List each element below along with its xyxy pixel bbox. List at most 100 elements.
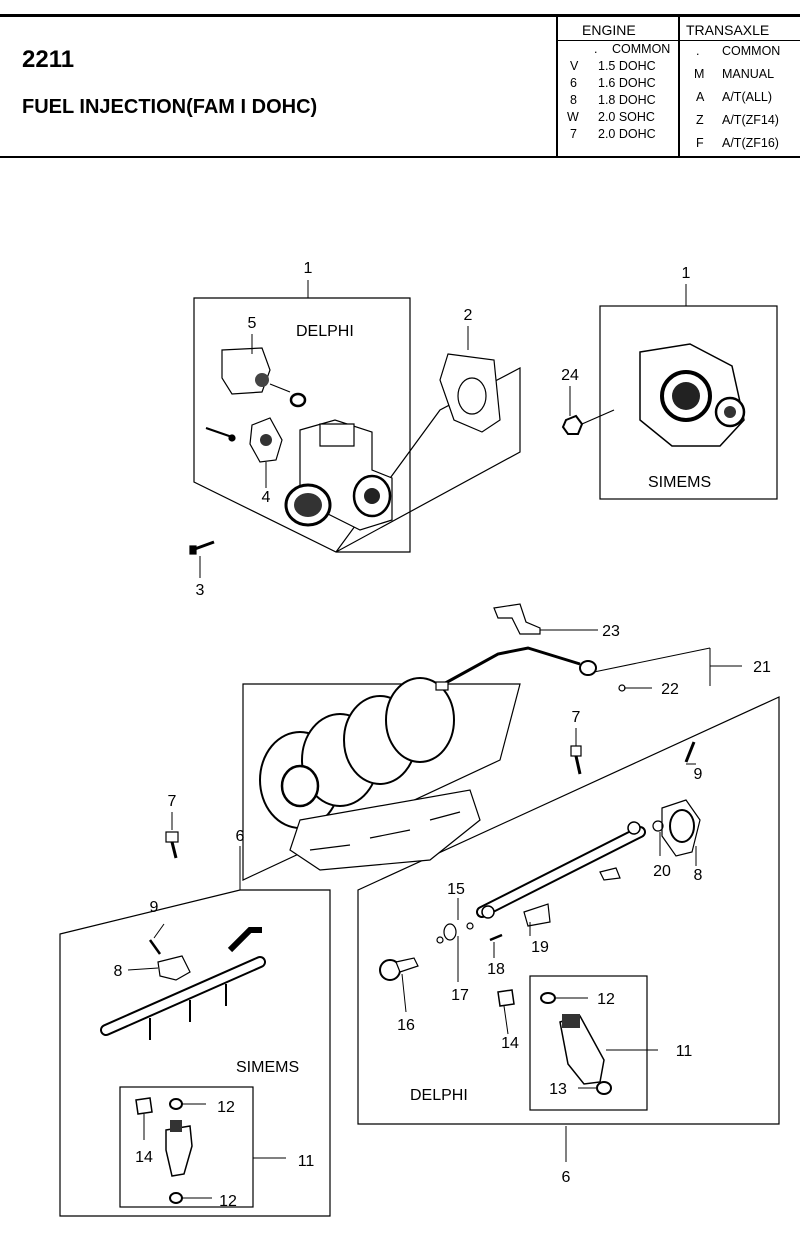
delphi-rail-box: [357, 696, 780, 1125]
callout-2: 2: [464, 307, 473, 324]
engine-option-label: 1.8 DOHC: [598, 93, 656, 107]
fuel-feed-hose: [435, 646, 626, 692]
callout-21: 21: [753, 659, 771, 676]
callout-12: 12: [217, 1099, 235, 1116]
throttle-mounting-bolt: [189, 540, 215, 555]
simems-injector-box: [119, 1086, 254, 1208]
simems-lower-o-ring: [169, 1192, 183, 1204]
engine-option-code: W: [567, 110, 579, 124]
callout-5: 5: [248, 315, 257, 332]
sensor-screw: [205, 427, 236, 442]
page-number: 2211: [22, 46, 75, 73]
callout-12: 12: [219, 1193, 237, 1210]
transaxle-option-label: MANUAL: [722, 67, 775, 81]
callout-8: 8: [694, 867, 703, 884]
transaxle-option-code: A: [696, 90, 705, 104]
delphi-throttle-box: [193, 297, 411, 553]
simems-regulator-bolt: [148, 939, 162, 955]
throttle-position-sensor: [249, 417, 283, 463]
table-divider-mid: [678, 16, 680, 157]
callout-24: 24: [561, 367, 579, 384]
simems-upper-o-ring: [169, 1098, 183, 1110]
injector-connector-clip: [497, 989, 515, 1007]
callout-20: 20: [653, 863, 671, 880]
hose-clamp-bracket: [493, 603, 541, 635]
header-bottom-rule: [0, 156, 800, 158]
fuel-port-plug: [379, 957, 419, 981]
engine-option-code: 7: [570, 127, 577, 141]
engine-option-code: .: [594, 42, 598, 56]
transaxle-option-label: A/T(ALL): [722, 90, 773, 104]
callout-11: 11: [298, 1153, 315, 1170]
transaxle-option-code: Z: [696, 113, 704, 127]
callout-11: 11: [676, 1043, 693, 1060]
callout-19: 19: [531, 939, 549, 956]
callout-9: 9: [150, 899, 159, 916]
transaxle-option-label: A/T(ZF14): [722, 113, 779, 127]
page-header: 2211 FUEL INJECTION(FAM I DOHC) ENGINE T…: [0, 0, 800, 160]
callout-13: 13: [549, 1081, 567, 1098]
callout-3: 3: [196, 582, 205, 599]
callout-8: 8: [114, 963, 123, 980]
simems-throttle-body: [639, 343, 746, 447]
simems-rail-box: [59, 889, 331, 1217]
rail-mounting-bolt: [570, 745, 582, 775]
group-label-simems-rail: SIMEMS: [236, 1059, 299, 1076]
header-top-rule: [0, 14, 800, 17]
engine-option-code: V: [570, 59, 579, 73]
table-heading-rule: [556, 40, 800, 41]
callout-23: 23: [602, 623, 620, 640]
regulator-bolt: [684, 741, 696, 763]
intake-manifold: [259, 677, 481, 871]
engine-option-label: 2.0 SOHC: [598, 110, 655, 124]
exploded-parts-diagram: DELPHI SIMEMS SIMEMS DELPHI 1 1 2 5 4 3 …: [59, 260, 780, 1217]
delphi-throttle-body: [284, 419, 393, 531]
callout-6: 6: [236, 828, 245, 845]
injector-upper-o-ring: [540, 992, 556, 1004]
callout-16: 16: [397, 1017, 415, 1034]
engine-option-label: COMMON: [612, 42, 671, 56]
callout-1: 1: [682, 265, 691, 282]
callout-15: 15: [447, 881, 465, 898]
throttle-nut: [561, 409, 615, 435]
simems-rail-bolt: [165, 831, 179, 859]
callout-4: 4: [262, 489, 271, 506]
callout-1: 1: [304, 260, 313, 277]
injector-lower-o-ring: [596, 1081, 612, 1095]
engine-option-code: 8: [570, 93, 577, 107]
engine-option-label: 2.0 DOHC: [598, 127, 656, 141]
engine-option-code: 6: [570, 76, 577, 90]
engine-option-label: 1.5 DOHC: [598, 59, 656, 73]
table-divider-left: [556, 16, 558, 157]
transaxle-option-label: COMMON: [722, 44, 781, 58]
idle-air-control-valve: [221, 347, 291, 395]
engine-heading: ENGINE: [582, 22, 636, 38]
simems-pressure-regulator: [157, 955, 191, 981]
callout-7: 7: [168, 793, 177, 810]
plug-washer: [436, 922, 474, 944]
callout-22: 22: [661, 681, 679, 698]
transaxle-option-label: A/T(ZF16): [722, 136, 779, 150]
callout-9: 9: [694, 766, 703, 783]
simems-fuel-rail: [100, 927, 266, 1040]
transaxle-option-code: F: [696, 136, 704, 150]
delphi-fuel-injector: [559, 1014, 605, 1085]
callout-7: 7: [572, 709, 581, 726]
callout-14: 14: [501, 1035, 519, 1052]
o-ring: [289, 392, 307, 408]
bracket-screw: [489, 933, 503, 942]
transaxle-option-code: M: [694, 67, 705, 81]
seal-ring: [652, 820, 664, 832]
throttle-gasket: [439, 353, 501, 433]
simems-connector-clip: [135, 1097, 153, 1115]
gasket-plane-outline: [335, 367, 521, 553]
simems-fuel-injector: [165, 1120, 193, 1177]
group-label-delphi-throttle: DELPHI: [296, 323, 354, 340]
transaxle-option-code: .: [696, 44, 700, 58]
transaxle-heading: TRANSAXLE: [686, 22, 770, 38]
group-label-simems-throttle: SIMEMS: [648, 474, 711, 491]
leader-lines: [127, 280, 742, 1199]
delphi-injector-box: [529, 975, 648, 1111]
page-title: FUEL INJECTION(FAM I DOHC): [22, 96, 318, 118]
callout-12: 12: [597, 991, 615, 1008]
